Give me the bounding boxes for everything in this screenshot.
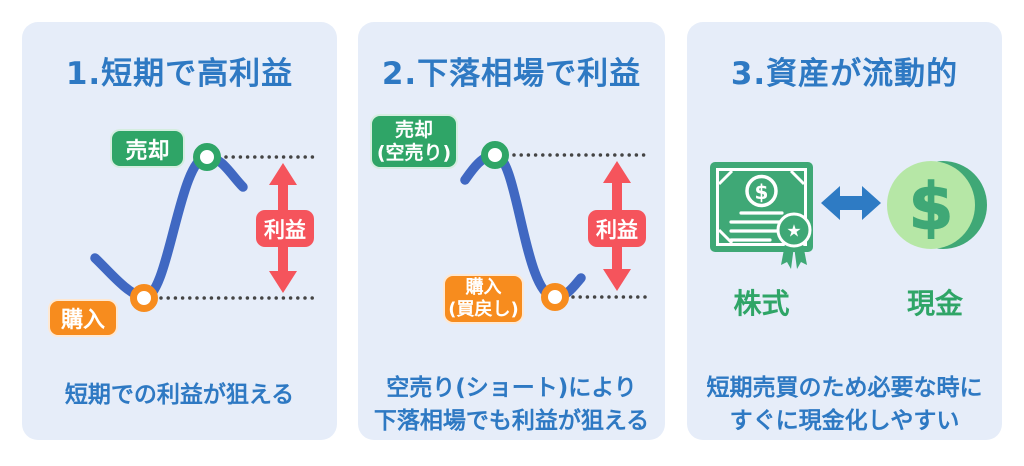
profit-tag: 利益 <box>256 210 314 247</box>
panel-1-title: 1.短期で高利益 <box>65 56 294 92</box>
buy-back-tag: 購入 (買戻し) <box>443 274 524 324</box>
stock-label: 株式 <box>733 287 790 320</box>
profit-tag-label: 利益 <box>596 217 638 242</box>
sell-tag-label: 売却 <box>125 138 170 164</box>
panel-liquid-assets: 3.資産が流動的 $ ★ $ <box>687 22 1002 440</box>
panel-3-title: 3.資産が流動的 <box>730 56 959 92</box>
sell-short-tag-sublabel: (空売り) <box>376 141 452 164</box>
buy-tag-label: 購入 <box>60 308 105 333</box>
panel-2-caption-line2: 下落相場でも利益が狙える <box>373 408 650 434</box>
certificate-dollar-sign: $ <box>755 180 769 204</box>
panel-2-caption: 空売り(ショート)により 下落相場でも利益が狙える <box>358 372 665 438</box>
swap-arrow-icon <box>821 186 881 220</box>
panel-2-caption-line1: 空売り(ショート)により <box>386 375 637 401</box>
buy-point-marker <box>130 284 158 312</box>
panel-1-caption: 短期での利益が狙える <box>64 382 295 408</box>
panel-3-caption-line1: 短期売買のため必要な時に <box>706 375 983 401</box>
profit-tag-label: 利益 <box>264 217 306 242</box>
seal-star-icon: ★ <box>786 222 801 242</box>
panel-short-term-profit: 1.短期で高利益 売却 購入 利益 短期での利益が狙える <box>22 22 337 440</box>
buy-back-tag-sublabel: (買戻し) <box>448 299 519 320</box>
stock-certificate-icon: $ ★ <box>710 162 813 269</box>
buy-tag: 購入 <box>48 299 118 337</box>
cash-coin-icon: $ <box>887 161 987 249</box>
sell-short-tag-label: 売却 <box>394 118 433 141</box>
coin-dollar-sign: $ <box>909 171 954 245</box>
sell-point-marker <box>481 141 509 169</box>
seal-ribbon-left <box>781 244 794 269</box>
price-curve <box>90 152 248 303</box>
seal-badge <box>776 212 812 248</box>
panel-3-caption-line2: すぐに現金化しやすい <box>729 408 960 434</box>
panel-3-caption: 短期売買のため必要な時に すぐに現金化しやすい <box>687 372 1002 438</box>
cash-label: 現金 <box>906 287 963 320</box>
profit-tag: 利益 <box>588 210 646 247</box>
buy-back-tag-label: 購入 <box>465 277 502 298</box>
sell-tag: 売却 <box>110 129 185 168</box>
sell-short-tag: 売却 (空売り) <box>370 114 458 169</box>
buy-point-marker <box>541 283 569 311</box>
panel-downtrend-profit: 2.下落相場で利益 売却 (空売り) 購入 (買戻し) 利益 空売り(ショート)… <box>358 22 665 440</box>
seal-ribbon-right <box>794 244 807 269</box>
panel-2-title: 2.下落相場で利益 <box>381 56 642 92</box>
sell-point-marker <box>193 143 221 171</box>
